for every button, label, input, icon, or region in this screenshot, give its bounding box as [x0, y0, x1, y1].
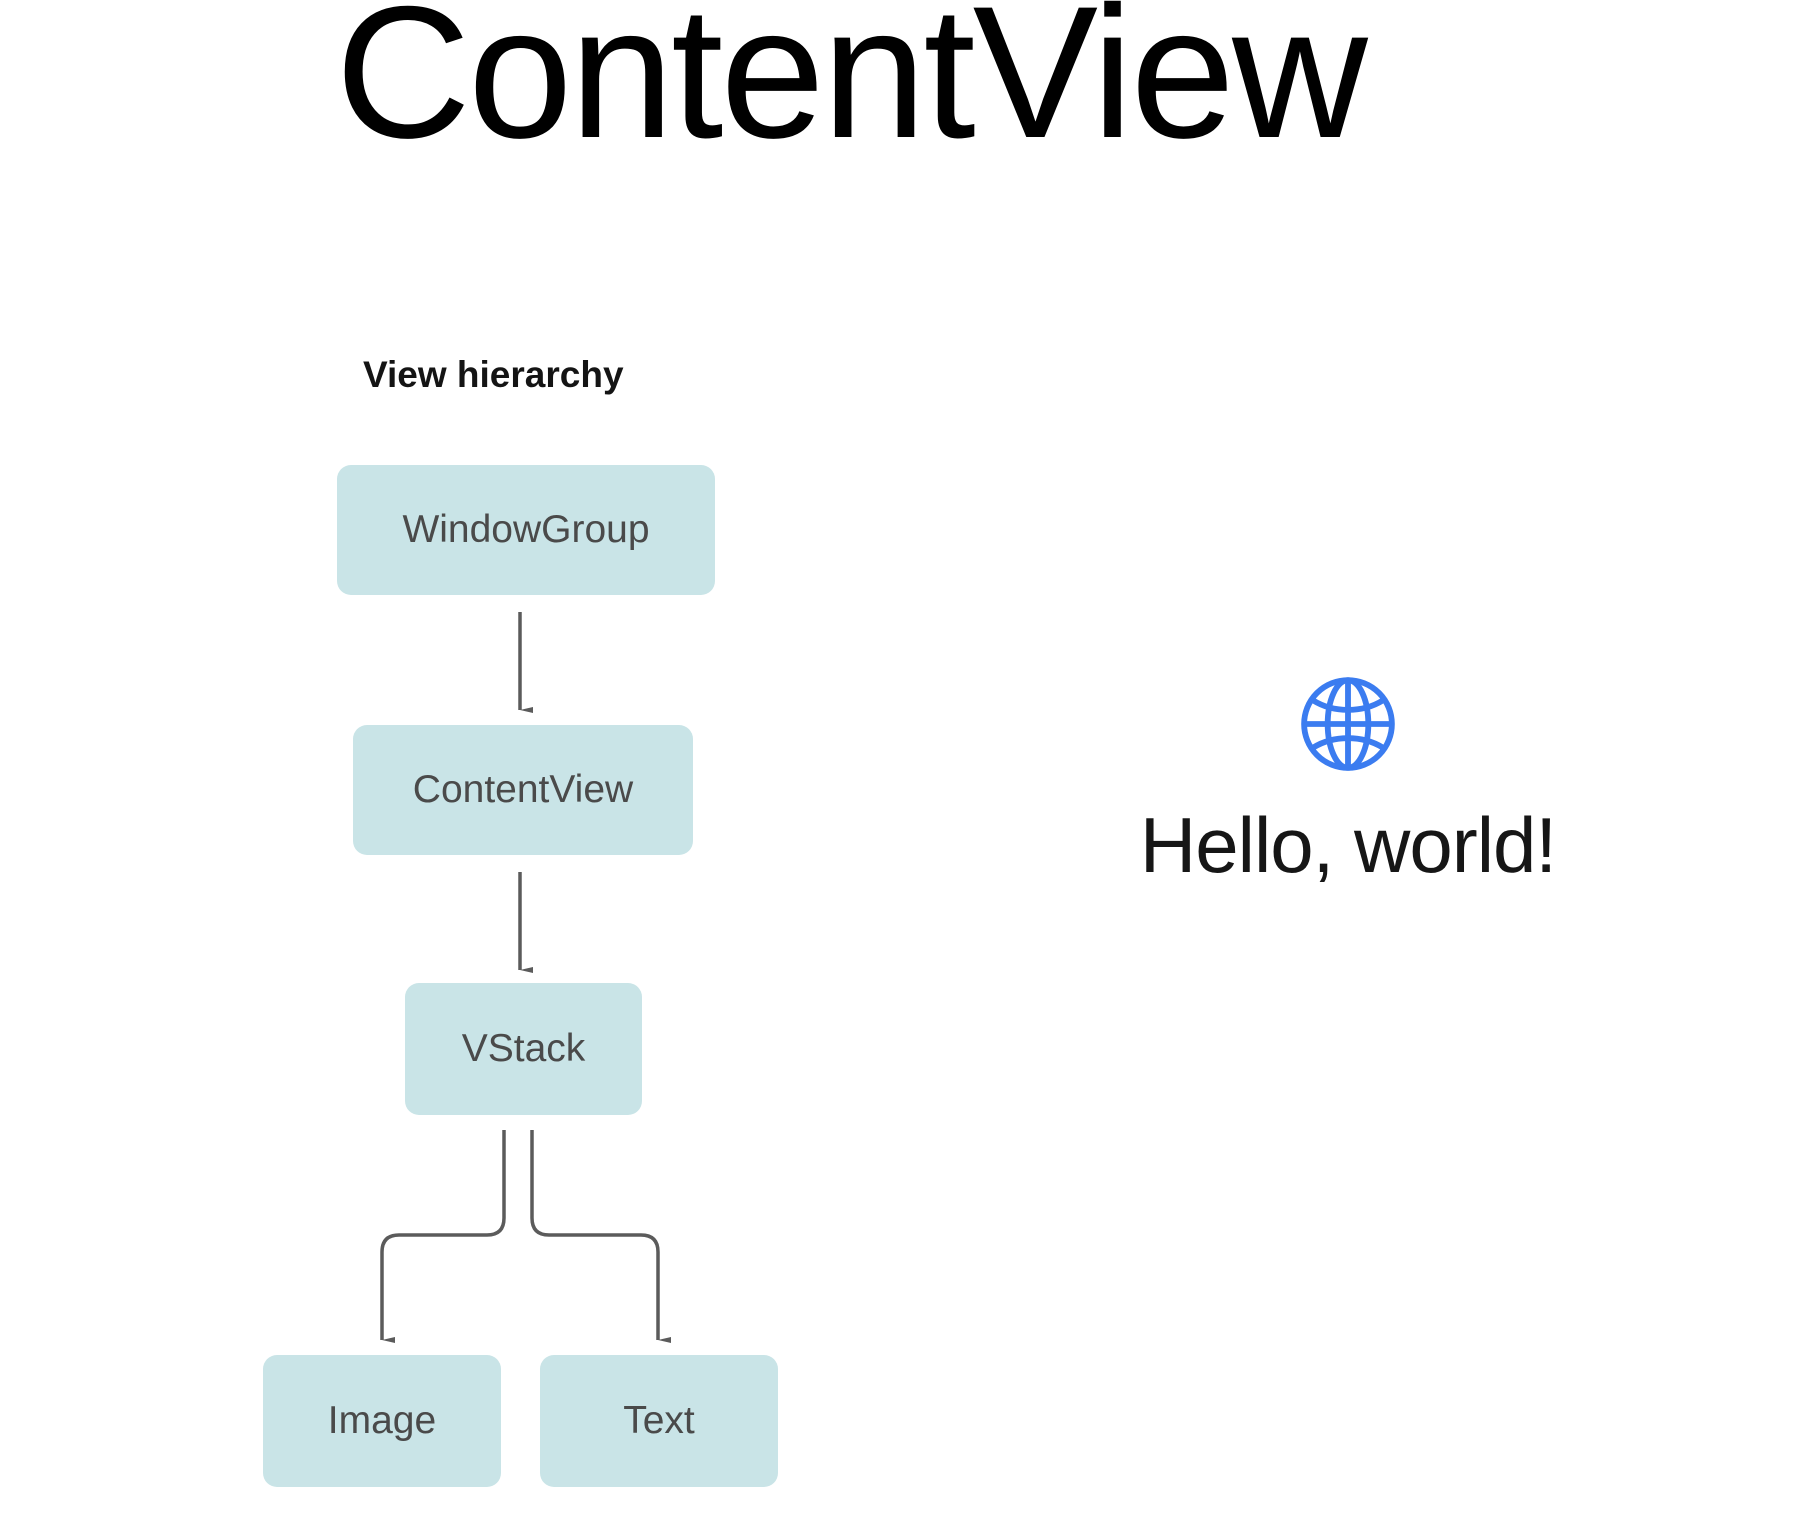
node-text[interactable]: Text [540, 1355, 778, 1487]
node-vstack[interactable]: VStack [405, 983, 642, 1115]
app-preview: Hello, world! [900, 0, 1796, 1540]
edge-vstack-text [530, 1130, 671, 1343]
node-vstack-label: VStack [461, 1027, 586, 1070]
page-title: ContentView [335, 0, 1368, 177]
diagram-heading: View hierarchy [363, 354, 624, 395]
node-contentview-label: ContentView [412, 768, 634, 811]
globe-icon [1301, 677, 1395, 771]
node-image-label: Image [327, 1399, 437, 1442]
view-hierarchy-diagram: View hierarchy WindowGroup ContentView V… [263, 354, 778, 1487]
node-image[interactable]: Image [263, 1355, 501, 1487]
hello-world-text: Hello, world! [1139, 801, 1557, 889]
node-windowgroup-label: WindowGroup [402, 508, 650, 551]
node-text-label: Text [623, 1399, 695, 1442]
node-windowgroup[interactable]: WindowGroup [337, 465, 715, 595]
node-contentview[interactable]: ContentView [353, 725, 693, 855]
edge-vstack-image [380, 1130, 506, 1343]
preview-vstack: Hello, world! [900, 672, 1796, 891]
